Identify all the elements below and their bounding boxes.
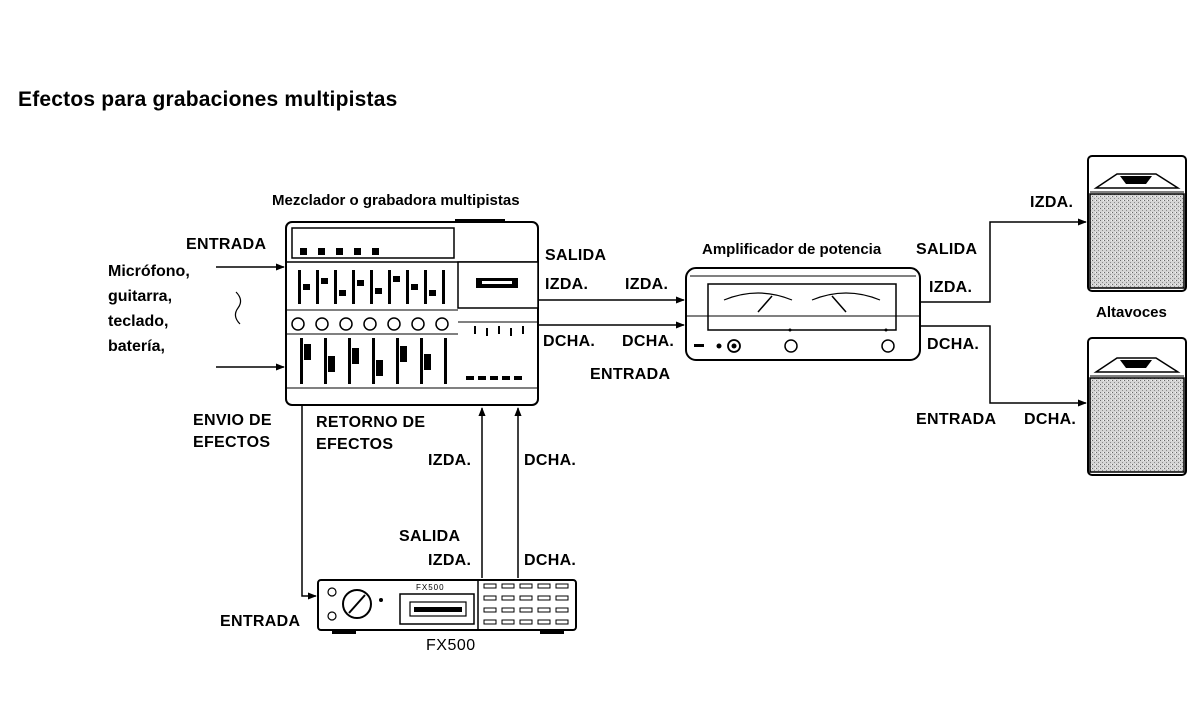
amp-output-left-label: IZDA. <box>929 279 973 296</box>
mixer-label: Mezclador o grabadora multipistas <box>272 192 520 209</box>
amp-output-label: SALIDA <box>916 241 978 258</box>
effects-return-label: RETORNO DE EFECTOS <box>316 414 426 453</box>
speaker-left <box>1087 155 1187 292</box>
fx-return-left-label: IZDA. <box>428 452 472 469</box>
speaker-input-label: ENTRADA <box>916 411 997 428</box>
mixer-output-label: SALIDA <box>545 247 607 264</box>
page-title: Efectos para grabaciones multipistas <box>18 88 398 111</box>
input-source-microphone: Micrófono, <box>108 263 190 280</box>
mixer-input-label: ENTRADA <box>186 236 267 253</box>
speaker-right-input-label: DCHA. <box>1024 411 1077 428</box>
speakers-label: Altavoces <box>1096 304 1167 321</box>
speaker-right <box>1087 337 1187 476</box>
signal-connections <box>216 218 1087 600</box>
input-sources-list: Micrófono, guitarra, teclado, batería, <box>108 259 190 359</box>
fx-output-left-label: IZDA. <box>428 552 472 569</box>
effects-send-label: ENVIO DE EFECTOS <box>193 412 272 451</box>
fx500-panel-text: FX500 <box>416 583 445 592</box>
mixer-output-right-label: DCHA. <box>543 333 596 350</box>
amp-input-label: ENTRADA <box>590 366 671 383</box>
amp-output-right-label: DCHA. <box>927 336 980 353</box>
input-source-guitar: guitarra, <box>108 288 173 305</box>
mixer-output-left-label: IZDA. <box>545 276 589 293</box>
fx500-device: FX500 <box>317 579 577 634</box>
input-source-keyboard: teclado, <box>108 313 169 330</box>
amp-input-left-label: IZDA. <box>625 276 669 293</box>
fx-return-right-label: DCHA. <box>524 452 577 469</box>
speaker-left-input-label: IZDA. <box>1030 194 1074 211</box>
mixer-device <box>285 219 539 406</box>
fx500-name-label: FX500 <box>426 637 476 654</box>
input-source-drums: batería, <box>108 338 165 355</box>
fx-output-label: SALIDA <box>399 528 461 545</box>
amp-input-right-label: DCHA. <box>622 333 675 350</box>
fx-output-right-label: DCHA. <box>524 552 577 569</box>
power-amplifier-device <box>685 267 921 361</box>
fx-input-label: ENTRADA <box>220 613 301 630</box>
amplifier-label: Amplificador de potencia <box>702 241 882 258</box>
